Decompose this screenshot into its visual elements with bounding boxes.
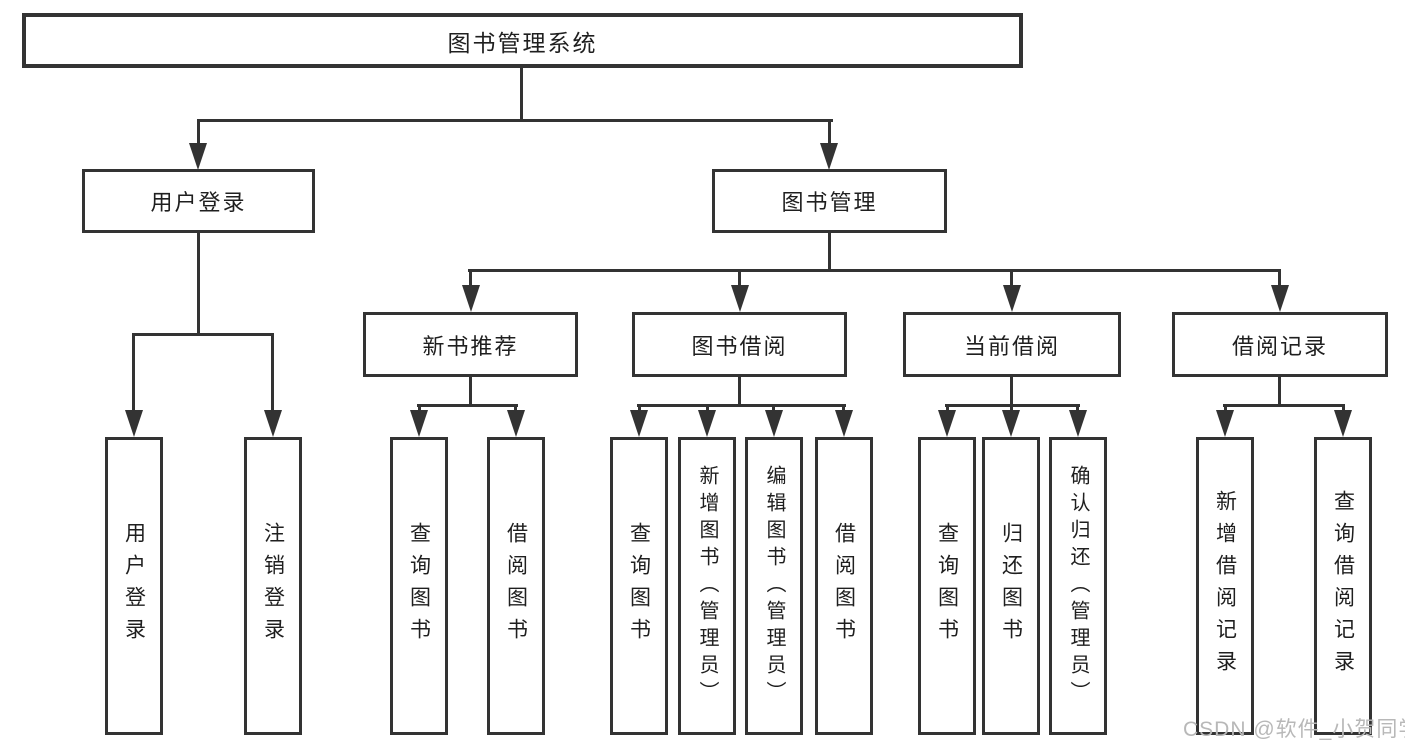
leaf-newbooks-borrow-label: 借阅图书 bbox=[504, 522, 528, 650]
leaf-logout-label: 注销登录 bbox=[261, 522, 285, 650]
connector-newbooks-branch bbox=[417, 404, 518, 407]
leaf-current-query: 查询图书 bbox=[918, 437, 976, 735]
arrow-down-icon bbox=[1003, 285, 1021, 312]
node-borrow-records: 借阅记录 bbox=[1172, 312, 1388, 377]
node-new-books-label: 新书推荐 bbox=[422, 333, 519, 359]
leaf-bookborrow-add: 新增图书（管理员） bbox=[678, 437, 736, 735]
connector-userlogin-feed bbox=[197, 233, 200, 336]
leaf-current-confirm-label: 确认归还（管理员） bbox=[1067, 464, 1089, 708]
connector-leaf-stub bbox=[132, 333, 135, 412]
arrow-down-icon bbox=[410, 410, 428, 437]
node-user-login-label: 用户登录 bbox=[150, 190, 247, 215]
arrow-down-icon bbox=[731, 285, 749, 312]
node-book-mgmt-label: 图书管理 bbox=[781, 190, 878, 215]
leaf-current-confirm: 确认归还（管理员） bbox=[1049, 437, 1107, 735]
arrow-down-icon bbox=[938, 410, 956, 437]
leaf-records-add: 新增借阅记录 bbox=[1196, 437, 1254, 735]
watermark: CSDN @软件_小贺同学 bbox=[1183, 718, 1405, 741]
arrow-down-icon bbox=[507, 410, 525, 437]
leaf-bookborrow-borrow-label: 借阅图书 bbox=[832, 522, 856, 650]
leaf-logout: 注销登录 bbox=[244, 437, 302, 735]
connector-root-feed bbox=[520, 68, 523, 120]
connector-section-stub bbox=[1278, 269, 1281, 287]
connector-section-stub bbox=[738, 269, 741, 287]
leaf-newbooks-borrow: 借阅图书 bbox=[487, 437, 545, 735]
leaf-records-query: 查询借阅记录 bbox=[1314, 437, 1372, 735]
leaf-user-login-label: 用户登录 bbox=[122, 522, 146, 650]
node-book-mgmt: 图书管理 bbox=[712, 169, 947, 233]
arrow-down-icon bbox=[630, 410, 648, 437]
leaf-bookborrow-add-label: 新增图书（管理员） bbox=[696, 464, 718, 708]
arrow-down-icon bbox=[1216, 410, 1234, 437]
arrow-down-icon bbox=[765, 410, 783, 437]
connector-bookborrow-feed bbox=[738, 377, 741, 407]
connector-records-branch bbox=[1223, 404, 1345, 407]
arrow-down-icon bbox=[189, 143, 207, 170]
connector-newbooks-feed bbox=[469, 377, 472, 407]
leaf-bookborrow-edit: 编辑图书（管理员） bbox=[745, 437, 803, 735]
connector-records-feed bbox=[1278, 377, 1281, 407]
arrow-down-icon bbox=[264, 410, 282, 437]
node-book-borrow-label: 图书借阅 bbox=[691, 333, 788, 359]
leaf-bookborrow-query-label: 查询图书 bbox=[627, 522, 651, 650]
node-current-borrow-label: 当前借阅 bbox=[963, 333, 1060, 359]
node-user-login: 用户登录 bbox=[82, 169, 315, 233]
node-current-borrow: 当前借阅 bbox=[903, 312, 1121, 377]
leaf-current-return-label: 归还图书 bbox=[999, 522, 1023, 650]
leaf-bookborrow-edit-label: 编辑图书（管理员） bbox=[763, 464, 785, 708]
leaf-current-return: 归还图书 bbox=[982, 437, 1040, 735]
node-root-label: 图书管理系统 bbox=[447, 29, 598, 56]
arrow-down-icon bbox=[1334, 410, 1352, 437]
node-borrow-records-label: 借阅记录 bbox=[1231, 333, 1328, 359]
node-root: 图书管理系统 bbox=[22, 13, 1023, 68]
arrow-down-icon bbox=[1271, 285, 1289, 312]
node-new-books: 新书推荐 bbox=[363, 312, 578, 377]
connector-bookmgmt-feed bbox=[828, 233, 831, 271]
connector-level2-branch bbox=[197, 119, 833, 122]
arrow-down-icon bbox=[1069, 410, 1087, 437]
connector-level3-branch bbox=[468, 269, 1281, 272]
leaf-user-login: 用户登录 bbox=[105, 437, 163, 735]
connector-section-stub bbox=[1010, 269, 1013, 287]
connector-leaf-stub bbox=[271, 333, 274, 412]
connector-section-stub bbox=[469, 269, 472, 287]
arrow-down-icon bbox=[462, 285, 480, 312]
leaf-newbooks-query: 查询图书 bbox=[390, 437, 448, 735]
connector-bookborrow-branch bbox=[637, 404, 846, 407]
leaf-newbooks-query-label: 查询图书 bbox=[407, 522, 431, 650]
leaf-bookborrow-query: 查询图书 bbox=[610, 437, 668, 735]
connector-userlogin-branch bbox=[132, 333, 274, 336]
connector-currentborrow-feed bbox=[1010, 377, 1013, 407]
arrow-down-icon bbox=[1002, 410, 1020, 437]
arrow-down-icon bbox=[820, 143, 838, 170]
connector-bookmgmt-stub bbox=[828, 119, 831, 146]
arrow-down-icon bbox=[835, 410, 853, 437]
node-book-borrow: 图书借阅 bbox=[632, 312, 847, 377]
leaf-current-query-label: 查询图书 bbox=[935, 522, 959, 650]
connector-userlogin-stub bbox=[197, 119, 200, 146]
leaf-bookborrow-borrow: 借阅图书 bbox=[815, 437, 873, 735]
arrow-down-icon bbox=[125, 410, 143, 437]
leaf-records-query-label: 查询借阅记录 bbox=[1331, 490, 1355, 682]
leaf-records-add-label: 新增借阅记录 bbox=[1213, 490, 1237, 682]
arrow-down-icon bbox=[698, 410, 716, 437]
